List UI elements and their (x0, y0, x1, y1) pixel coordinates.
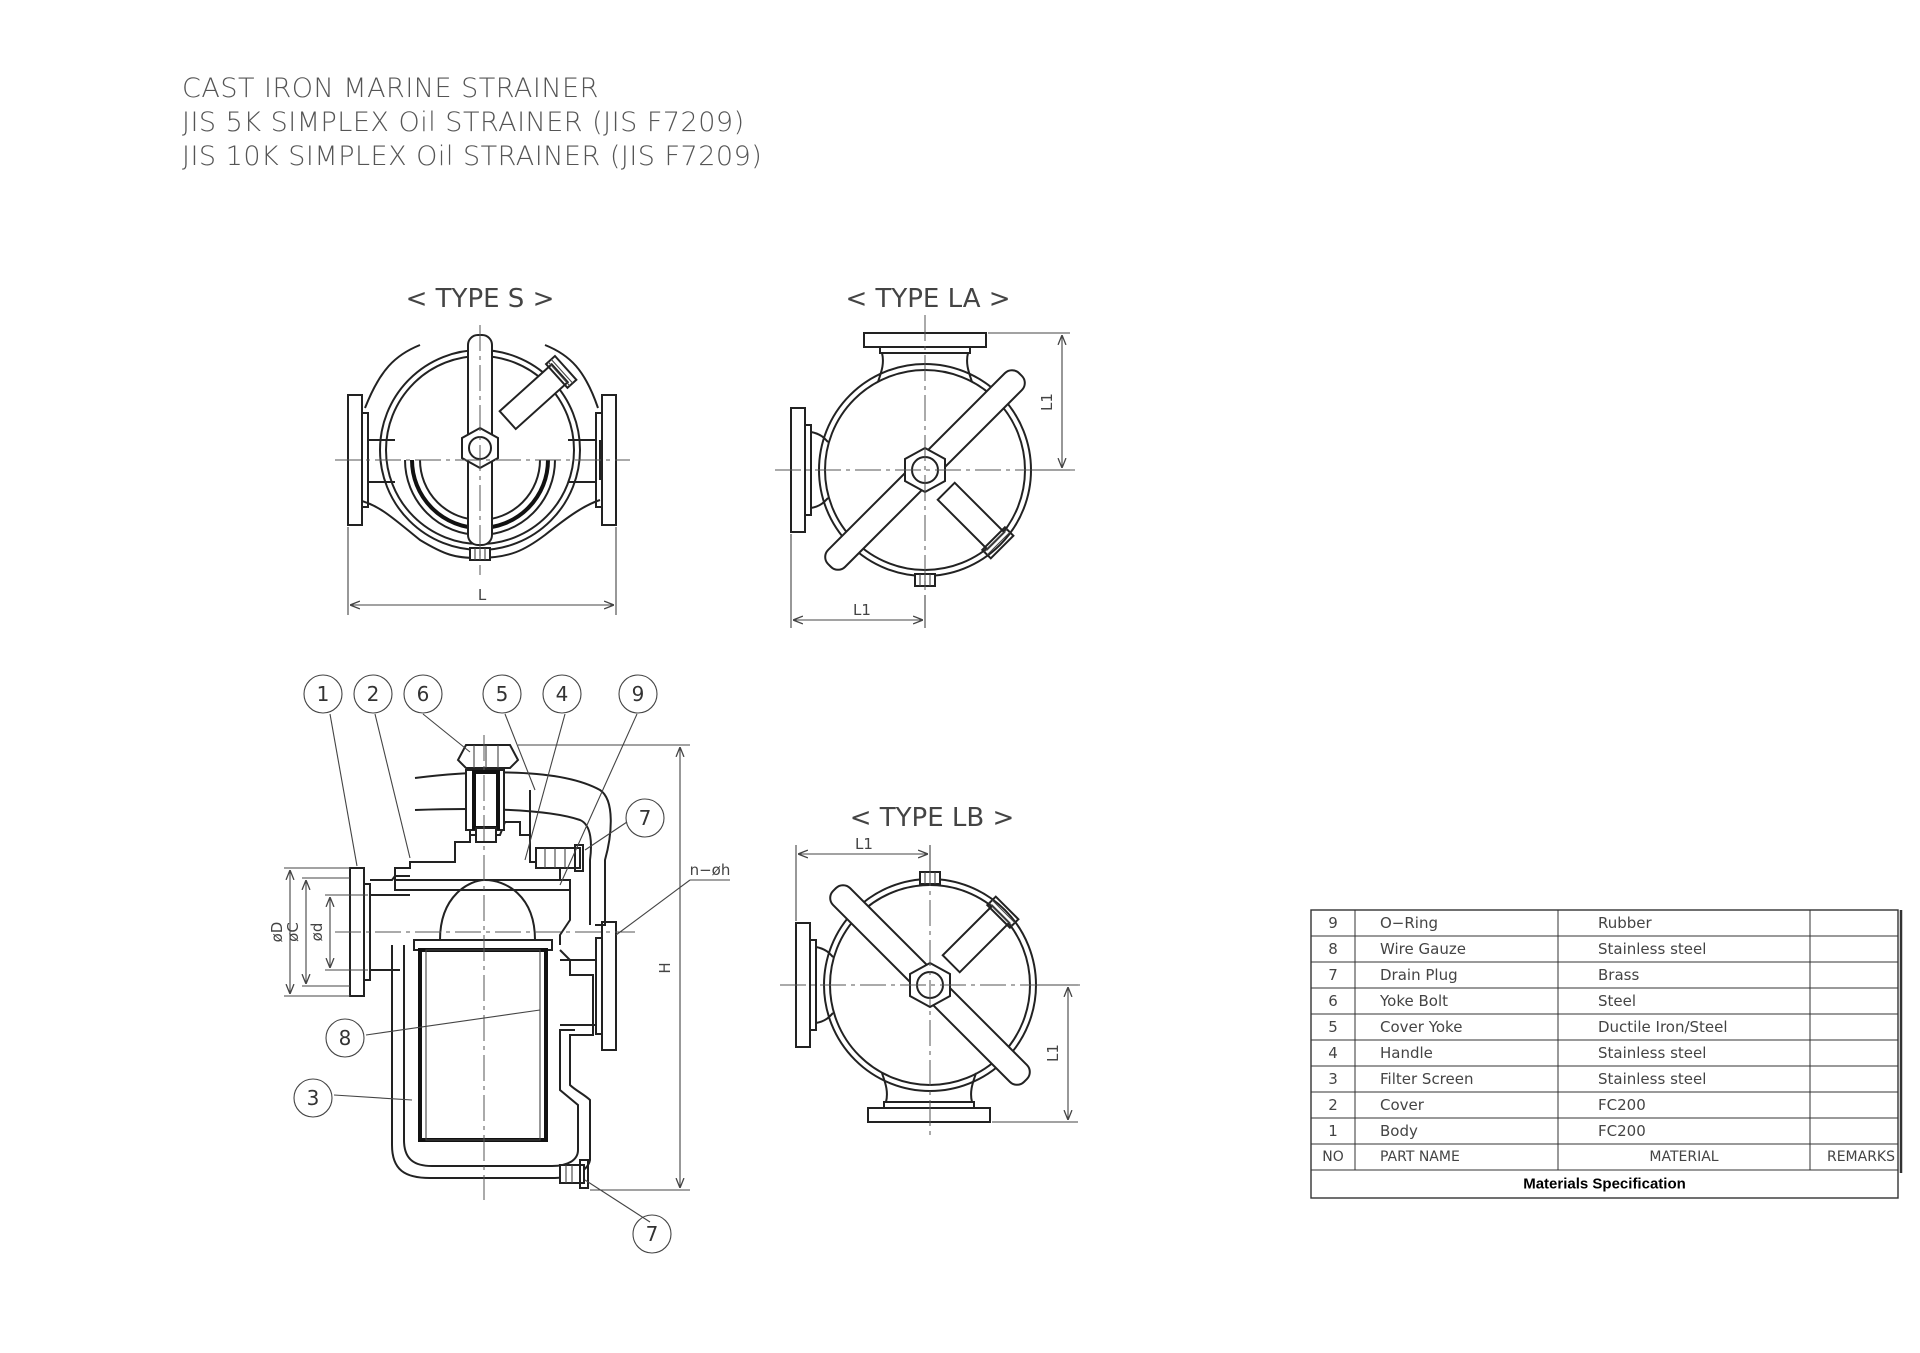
table-cell-no: 9 (1328, 914, 1338, 932)
dim-l1-type-lb-v: L1 (1044, 1044, 1062, 1062)
table-frame (1310, 909, 1899, 1199)
svg-text:6: 6 (417, 682, 430, 706)
view-title-type-la: < TYPE LA > (845, 284, 1010, 314)
table-cell-part: Wire Gauze (1380, 940, 1466, 958)
dim-h: H (656, 962, 674, 973)
svg-text:4: 4 (556, 682, 569, 706)
callout-bubble-5: 5 (482, 674, 522, 714)
svg-text:2: 2 (367, 682, 380, 706)
title-line-3: JIS 10K SIMPLEX Oil STRAINER (JIS F7209) (182, 141, 763, 172)
dim-l1-type-la-h: L1 (853, 601, 871, 619)
svg-text:9: 9 (632, 682, 645, 706)
view-title-type-s: < TYPE S > (406, 284, 555, 314)
table-cell-part: O−Ring (1380, 914, 1438, 932)
svg-text:8: 8 (339, 1026, 352, 1050)
table-cell-part: Yoke Bolt (1379, 992, 1448, 1010)
dim-nh: n−øh (690, 861, 731, 879)
view-title-type-lb: < TYPE LB > (850, 803, 1015, 833)
table-cell-material: Stainless steel (1598, 1070, 1706, 1088)
svg-text:7: 7 (646, 1222, 659, 1246)
table-cell-no: 4 (1328, 1044, 1338, 1062)
table-cell-no: 2 (1328, 1096, 1338, 1114)
table-cell-no: 3 (1328, 1070, 1338, 1088)
table-cell-part: Body (1380, 1122, 1418, 1140)
callout-bubble-8: 8 (325, 1018, 365, 1058)
svg-text:3: 3 (307, 1086, 320, 1110)
table-cell-part: Cover (1380, 1096, 1425, 1114)
table-cell-material: Stainless steel (1598, 1044, 1706, 1062)
table-caption: Materials Specification (1523, 1176, 1686, 1193)
table-cell-part: Drain Plug (1380, 966, 1458, 984)
callout-bubble-1: 1 (303, 674, 343, 714)
dim-l-type-s: L (478, 586, 487, 604)
table-cell-material: Steel (1598, 992, 1636, 1010)
table-cell-no: 7 (1328, 966, 1338, 984)
callout-bubble-4: 4 (542, 674, 582, 714)
svg-text:7: 7 (639, 806, 652, 830)
section-view: øD øC ød H n−øh (268, 713, 731, 1223)
dim-l1-type-la-v: L1 (1038, 393, 1056, 411)
table-cell-no: 1 (1328, 1122, 1338, 1140)
view-type-la: < TYPE LA > (775, 284, 1075, 628)
dim-od-small: ød (308, 923, 326, 942)
view-type-lb: < TYPE LB > (780, 803, 1080, 1140)
table-cell-material: Rubber (1598, 914, 1653, 932)
callout-bubble-7-upper: 7 (625, 798, 665, 838)
dim-l1-type-lb-h: L1 (855, 835, 873, 853)
callout-bubble-2: 2 (353, 674, 393, 714)
callout-bubble-9: 9 (618, 674, 658, 714)
table-cell-material: Ductile Iron/Steel (1598, 1018, 1728, 1036)
view-type-s: < TYPE S > (335, 284, 630, 615)
table-cell-part: Cover Yoke (1380, 1018, 1462, 1036)
table-cell-part: Handle (1380, 1044, 1433, 1062)
table-cell-material: Stainless steel (1598, 940, 1706, 958)
table-cell-part: Filter Screen (1380, 1070, 1474, 1088)
drawing-title-block: CAST IRON MARINE STRAINER JIS 5K SIMPLEX… (182, 72, 762, 174)
dim-oc: øC (284, 922, 302, 942)
table-header-part: PART NAME (1380, 1149, 1460, 1165)
table-cell-no: 6 (1328, 992, 1338, 1010)
callout-bubbles: 1 2 6 5 4 9 7 8 (293, 674, 672, 1254)
svg-text:1: 1 (317, 682, 330, 706)
callout-bubble-7-lower: 7 (632, 1214, 672, 1254)
callout-bubble-3: 3 (293, 1078, 333, 1118)
svg-text:5: 5 (496, 682, 509, 706)
table-header-no: NO (1322, 1149, 1344, 1165)
table-header-material: MATERIAL (1649, 1149, 1718, 1165)
callout-bubble-6: 6 (403, 674, 443, 714)
title-line-1: CAST IRON MARINE STRAINER (182, 73, 599, 104)
table-cell-material: Brass (1598, 966, 1639, 984)
table-cell-no: 5 (1328, 1018, 1338, 1036)
table-header-remarks: REMARKS (1827, 1149, 1895, 1165)
table-cell-no: 8 (1328, 940, 1338, 958)
table-cell-material: FC200 (1598, 1096, 1646, 1114)
table-cell-material: FC200 (1598, 1122, 1646, 1140)
dim-od-big: øD (268, 922, 286, 943)
title-line-2: JIS 5K SIMPLEX Oil STRAINER (JIS F7209) (182, 107, 745, 138)
